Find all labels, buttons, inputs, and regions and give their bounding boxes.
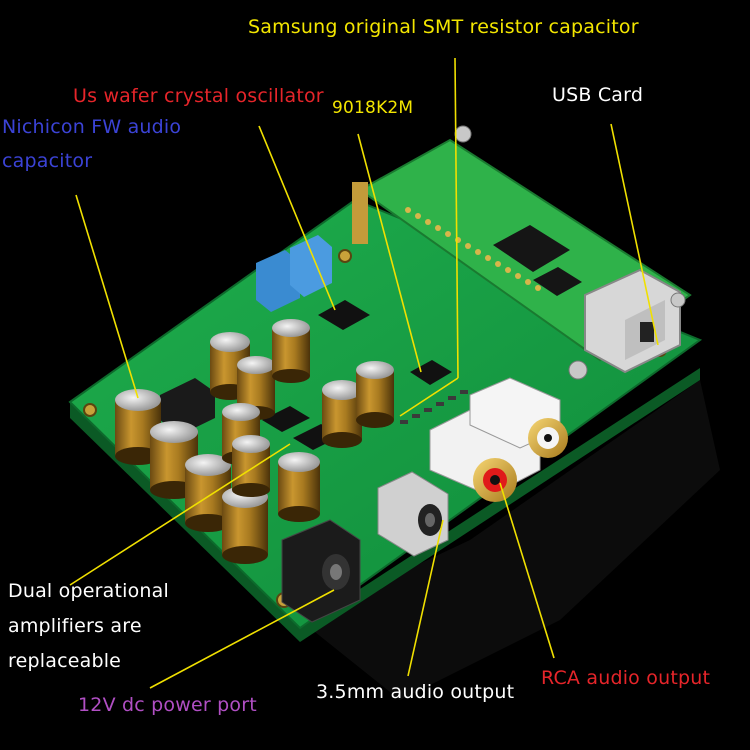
headphone-jack xyxy=(377,471,449,557)
label-dual-line1: Dual operational xyxy=(8,580,169,602)
label-crystal-oscillator: Us wafer crystal oscillator xyxy=(73,85,324,107)
board-reflection xyxy=(300,380,720,700)
usb-board-headers xyxy=(405,207,541,291)
dac-chip xyxy=(410,360,452,385)
label-nichicon-line1: Nichicon FW audio xyxy=(2,116,182,138)
film-capacitors xyxy=(256,235,332,312)
brass-standoff xyxy=(352,182,368,244)
usb-small-chip xyxy=(533,267,582,296)
dc-power-jack xyxy=(281,519,361,623)
usb-b-connector xyxy=(584,268,681,374)
label-usb-card: USB Card xyxy=(552,84,644,106)
label-samsung-smt: Samsung original SMT resistor capacitor xyxy=(248,16,639,38)
smt-resistors xyxy=(400,390,468,424)
leader-lines xyxy=(69,57,659,689)
crystal-oscillator xyxy=(318,300,370,330)
audio-capacitors xyxy=(115,319,394,564)
op-amp-1 xyxy=(262,406,310,432)
rca-jacks xyxy=(429,377,568,502)
label-headphone-output: 3.5mm audio output xyxy=(316,681,515,703)
label-rca-output: RCA audio output xyxy=(541,667,711,689)
label-dual-line3: replaceable xyxy=(8,650,122,672)
label-nichicon-line2: capacitor xyxy=(2,150,93,172)
label-power-port: 12V dc power port xyxy=(78,694,257,716)
regulator xyxy=(160,378,215,435)
usb-controller-chip xyxy=(493,225,570,272)
label-dual-line2: amplifiers are xyxy=(8,615,142,637)
label-dual-op-amps: Dual operational amplifiers are replacea… xyxy=(8,574,169,679)
label-nichicon-capacitor: Nichicon FW audio capacitor xyxy=(2,110,181,178)
label-dac-chip: 9018K2M xyxy=(332,98,414,118)
